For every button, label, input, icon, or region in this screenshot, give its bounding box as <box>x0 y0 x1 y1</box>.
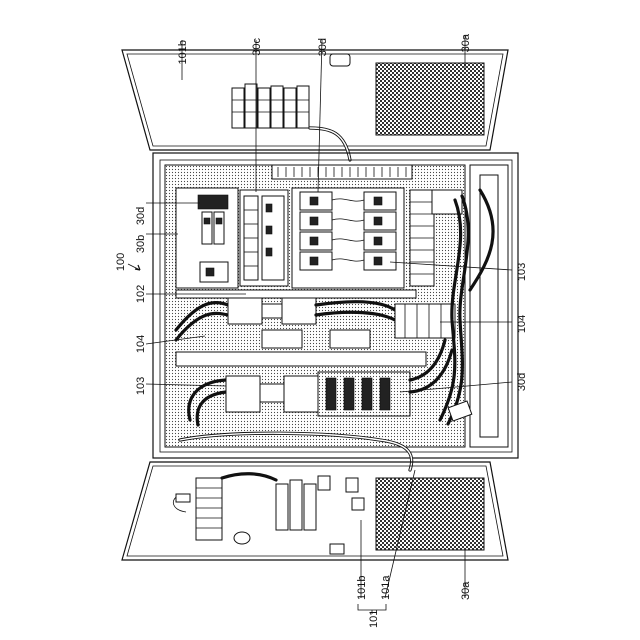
label-30d-right: 30d <box>516 373 528 391</box>
label-30d-top: 30d <box>317 38 329 56</box>
cabinet-body <box>153 153 518 470</box>
label-104-left: 104 <box>135 335 147 353</box>
mid-bar <box>176 352 426 366</box>
label-101b-bottom: 101b <box>356 576 368 600</box>
label-30c: 30c <box>251 38 263 56</box>
label-30d-left: 30d <box>135 207 147 225</box>
top-door <box>122 50 508 160</box>
label-103-left: 103 <box>135 377 147 395</box>
label-30b: 30b <box>135 235 147 253</box>
label-103-right: 103 <box>516 263 528 281</box>
label-104-right: 104 <box>516 315 528 333</box>
top-door-terminals <box>232 84 309 128</box>
module-30c <box>240 190 288 286</box>
bottom-door-vent-mesh <box>376 478 484 550</box>
label-30a-bottom: 30a <box>460 581 472 600</box>
bottom-door <box>122 462 508 560</box>
label-101: 101 <box>368 610 380 628</box>
label-102: 102 <box>135 285 147 303</box>
label-30a-top: 30a <box>460 33 472 52</box>
module-30d-upper <box>292 188 404 288</box>
bottom-door-terminals <box>173 476 364 554</box>
top-door-vent-mesh <box>376 63 484 135</box>
top-vent-strip <box>272 165 412 179</box>
label-100: 100 <box>115 253 127 271</box>
label-101b-top: 101b <box>177 40 189 64</box>
label-101a: 101a <box>380 575 392 600</box>
